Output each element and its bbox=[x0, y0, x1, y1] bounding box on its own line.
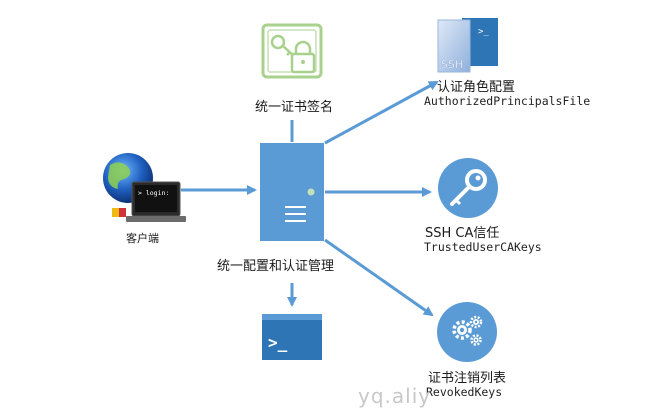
ssh-file-icon: >_ SSH bbox=[437, 18, 498, 73]
client-screen-text: > login: bbox=[138, 189, 169, 197]
key-icon bbox=[438, 158, 498, 218]
watermark: yq.aliy bbox=[358, 384, 432, 408]
cert-sign-label: 统一证书签名 bbox=[255, 100, 334, 115]
ca-trust-sublabel: TrustedUserCAKeys bbox=[424, 240, 542, 254]
client-computer-icon: > login: bbox=[103, 153, 186, 222]
terminal-icon: >_ bbox=[262, 314, 322, 360]
gears-icon bbox=[437, 302, 497, 362]
ssh-file-sublabel: AuthorizedPrincipalsFile bbox=[424, 94, 591, 108]
config-server-label: 统一配置和认证管理 bbox=[217, 259, 335, 274]
certificate-lock-icon bbox=[261, 23, 323, 79]
ssh-file-text: SSH bbox=[441, 58, 463, 71]
terminal-prompt: >_ bbox=[268, 333, 288, 352]
server-icon bbox=[260, 143, 324, 241]
ssh-file-label: 认证角色配置 bbox=[437, 80, 516, 95]
arrow-server-to-revoke bbox=[324, 238, 434, 317]
client-label: 客户端 bbox=[126, 232, 159, 245]
revoke-sublabel: RevokedKeys bbox=[426, 385, 503, 399]
arrows bbox=[181, 80, 439, 317]
ssh-file-prompt: >_ bbox=[478, 27, 489, 37]
arrow-server-to-ssh-file bbox=[324, 80, 439, 145]
ca-trust-label: SSH CA信任 bbox=[425, 226, 500, 241]
revoke-label: 证书注销列表 bbox=[428, 371, 507, 386]
